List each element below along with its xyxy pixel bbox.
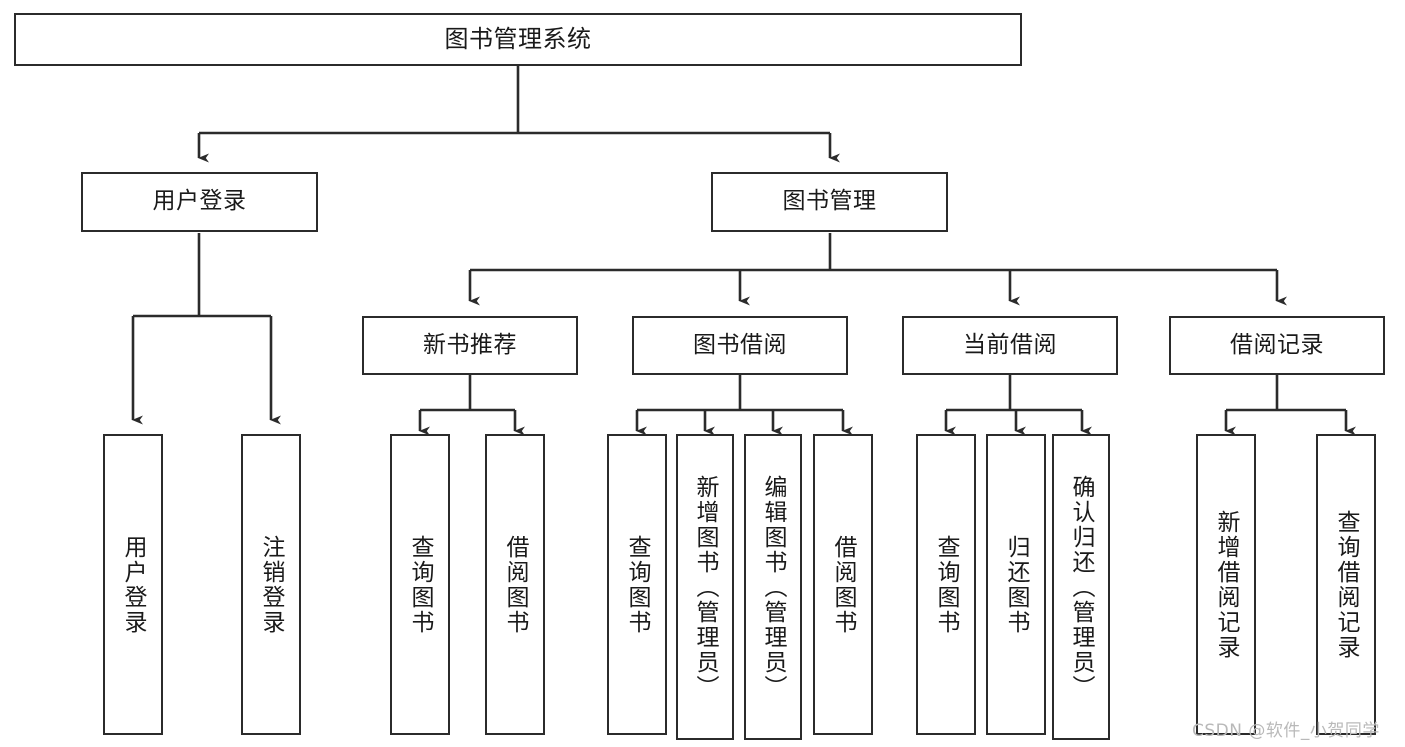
node-borrow-records[interactable]: 借阅记录	[1169, 316, 1385, 375]
leaf-bb-query-book[interactable]: 查询图书	[607, 434, 667, 735]
leaf-nb-query-book[interactable]: 查询图书	[390, 434, 450, 735]
leaf-nb-query-book-label: 查询图书	[407, 534, 433, 635]
leaf-bb-query-book-label: 查询图书	[624, 534, 650, 635]
leaf-bb-add-book[interactable]: 新增图书（管理员）	[676, 434, 734, 740]
node-book-management[interactable]: 图书管理	[711, 172, 948, 232]
node-user-login-label: 用户登录	[152, 188, 247, 215]
leaf-nb-borrow-book[interactable]: 借阅图书	[485, 434, 545, 735]
leaf-bb-borrow-book[interactable]: 借阅图书	[813, 434, 873, 735]
leaf-cb-confirm-return-label: 确认归还（管理员）	[1068, 474, 1094, 700]
leaf-br-add-record-label: 新增借阅记录	[1213, 509, 1239, 660]
leaf-cb-confirm-return[interactable]: 确认归还（管理员）	[1052, 434, 1110, 740]
leaf-logout[interactable]: 注销登录	[241, 434, 301, 735]
node-root[interactable]: 图书管理系统	[14, 13, 1022, 66]
leaf-user-login[interactable]: 用户登录	[103, 434, 163, 735]
watermark: CSDN @软件_小贺同学	[1192, 721, 1380, 741]
node-current-borrow[interactable]: 当前借阅	[902, 316, 1118, 375]
leaf-br-add-record[interactable]: 新增借阅记录	[1196, 434, 1256, 735]
leaf-cb-query-book[interactable]: 查询图书	[916, 434, 976, 735]
leaf-cb-return-book[interactable]: 归还图书	[986, 434, 1046, 735]
leaf-cb-query-book-label: 查询图书	[933, 534, 959, 635]
node-book-borrow-label: 图书借阅	[693, 331, 787, 358]
leaf-bb-edit-book[interactable]: 编辑图书（管理员）	[744, 434, 802, 740]
leaf-bb-edit-book-label: 编辑图书（管理员）	[760, 474, 786, 700]
node-current-borrow-label: 当前借阅	[963, 331, 1057, 358]
leaf-logout-label: 注销登录	[258, 534, 284, 635]
node-new-book-recommend-label: 新书推荐	[423, 331, 517, 358]
leaf-user-login-label: 用户登录	[120, 534, 146, 635]
node-book-management-label: 图书管理	[782, 188, 877, 215]
leaf-bb-add-book-label: 新增图书（管理员）	[692, 474, 718, 700]
leaf-cb-return-book-label: 归还图书	[1003, 534, 1029, 635]
node-user-login[interactable]: 用户登录	[81, 172, 318, 232]
leaf-br-query-record[interactable]: 查询借阅记录	[1316, 434, 1376, 735]
leaf-nb-borrow-book-label: 借阅图书	[502, 534, 528, 635]
leaf-br-query-record-label: 查询借阅记录	[1333, 509, 1359, 660]
node-borrow-records-label: 借阅记录	[1230, 331, 1324, 358]
node-book-borrow[interactable]: 图书借阅	[632, 316, 848, 375]
leaf-bb-borrow-book-label: 借阅图书	[830, 534, 856, 635]
node-root-label: 图书管理系统	[444, 25, 592, 54]
node-new-book-recommend[interactable]: 新书推荐	[362, 316, 578, 375]
